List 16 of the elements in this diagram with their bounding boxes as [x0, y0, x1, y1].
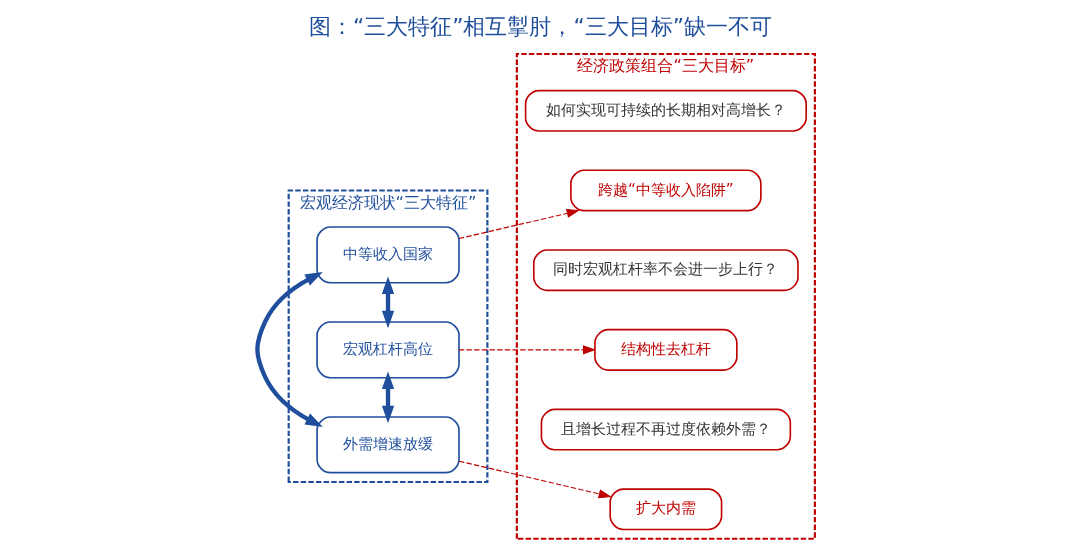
node-box: 结构性去杠杆 — [593, 328, 738, 371]
arrow — [381, 371, 394, 424]
node-box: 中等收入国家 — [315, 226, 460, 284]
node-box: 外需增速放缓 — [315, 416, 460, 474]
arrow — [458, 208, 580, 240]
node-box: 且增长过程不再过度依赖外需？ — [540, 408, 791, 451]
arrow — [254, 272, 323, 428]
node-box: 跨越“中等收入陷阱” — [569, 169, 762, 212]
diagram-title: 图：“三大特征”相互掣肘，“三大目标”缺一不可 — [308, 14, 772, 40]
arrow — [458, 345, 596, 355]
node-box: 宏观杠杆高位 — [315, 321, 460, 379]
node-box: 同时宏观杠杆率不会进一步上行？ — [532, 249, 799, 292]
node-box: 扩大内需 — [608, 488, 722, 531]
arrow — [458, 460, 612, 499]
arrow — [381, 276, 394, 329]
node-box: 如何实现可持续的长期相对高增长？ — [524, 89, 807, 132]
